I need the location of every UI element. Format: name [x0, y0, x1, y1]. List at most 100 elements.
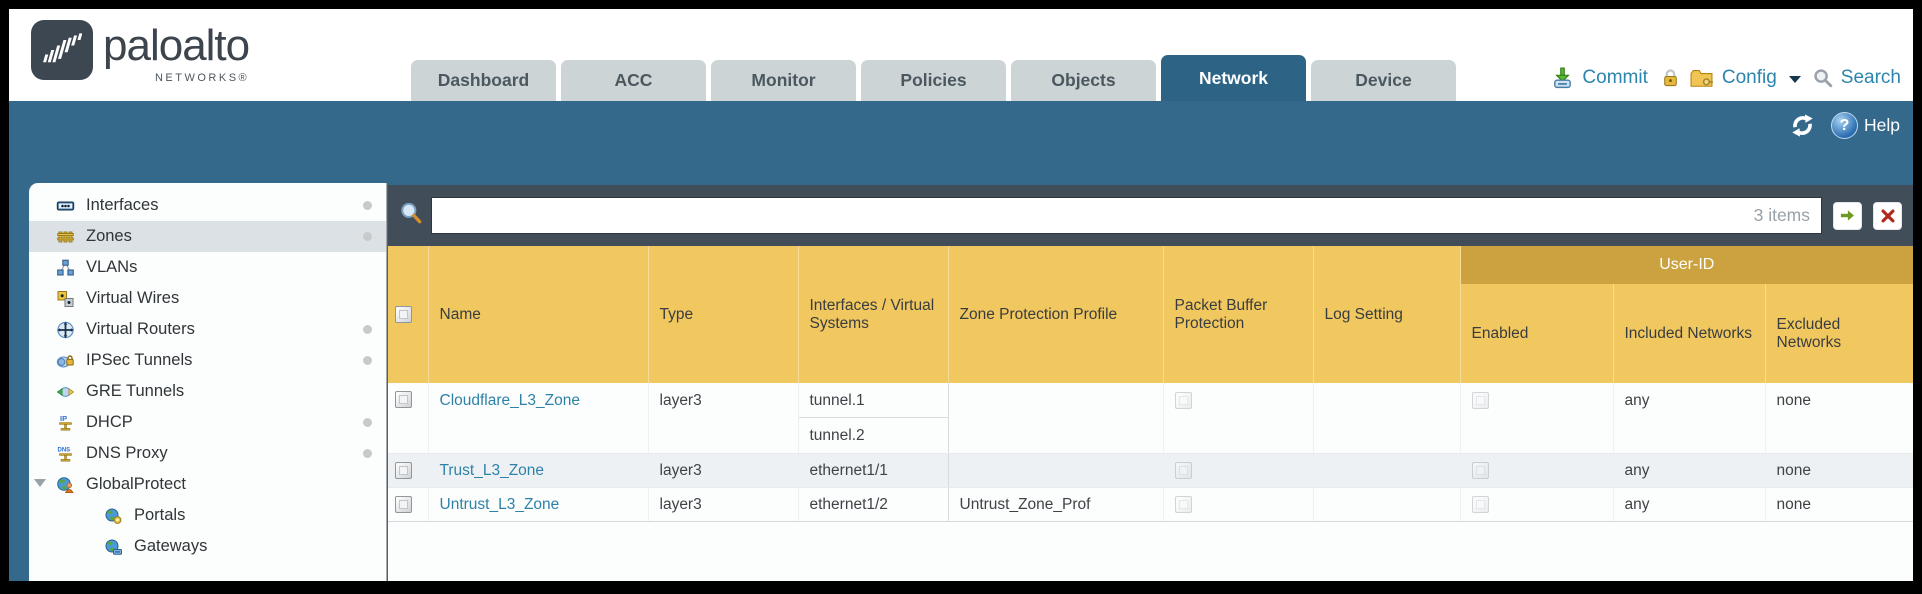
sidebar-item-label: Virtual Routers: [86, 320, 195, 338]
browser-viewport: paloalto NETWORKS® Dashboard ACC Monitor…: [9, 9, 1913, 581]
sidebar-item-label: Zones: [86, 227, 132, 245]
excluded-networks-cell: none: [1765, 383, 1913, 454]
column-header-log-setting[interactable]: Log Setting: [1313, 246, 1461, 383]
sidebar-item-zones[interactable]: Zones: [29, 221, 386, 252]
expander-triangle-icon[interactable]: [34, 479, 46, 487]
packet-buffer-cell: [1163, 383, 1314, 454]
sidebar-item-ipsec-tunnels[interactable]: IPSec Tunnels: [29, 345, 386, 376]
sidebar-item-portals[interactable]: Portals: [29, 500, 386, 531]
paloalto-logo: paloalto NETWORKS®: [31, 20, 250, 84]
zone-interfaces-cell: ethernet1/1: [798, 453, 949, 488]
column-header-type[interactable]: Type: [648, 246, 799, 383]
zone-name-link[interactable]: Trust_L3_Zone: [439, 461, 545, 479]
sidebar-item-dns-proxy[interactable]: DNS DNS Proxy: [29, 438, 386, 469]
sidebar-item-virtual-routers[interactable]: Virtual Routers: [29, 314, 386, 345]
sidebar-item-label: IPSec Tunnels: [86, 351, 193, 369]
column-header-zone-protection[interactable]: Zone Protection Profile: [948, 246, 1164, 383]
tab-monitor[interactable]: Monitor: [711, 60, 856, 101]
zone-name-link[interactable]: Untrust_L3_Zone: [439, 495, 560, 513]
zone-name-link[interactable]: Cloudflare_L3_Zone: [439, 392, 580, 409]
user-id-enabled-cell: [1460, 453, 1614, 488]
column-header-name[interactable]: Name: [428, 246, 649, 383]
log-setting-cell: [1313, 487, 1461, 522]
sidebar-item-label: VLANs: [86, 258, 138, 276]
zone-interfaces-cell: tunnel.1 tunnel.2: [798, 383, 949, 454]
filter-input[interactable]: [432, 198, 1821, 233]
included-networks-cell: any: [1613, 383, 1766, 454]
app-header: paloalto NETWORKS® Dashboard ACC Monitor…: [9, 9, 1913, 101]
zone-type-cell: layer3: [648, 453, 799, 488]
tab-dashboard[interactable]: Dashboard: [411, 60, 556, 101]
user-id-enabled-cell: [1460, 487, 1614, 522]
sidebar-item-label: DHCP: [86, 413, 133, 431]
config-button[interactable]: Config: [1721, 67, 1777, 88]
dhcp-icon: IP: [55, 413, 78, 433]
sidebar-item-label: Portals: [134, 506, 186, 524]
zone-name-cell: Untrust_L3_Zone: [428, 487, 649, 522]
logo-subtext: NETWORKS®: [154, 72, 250, 84]
status-dot: [363, 356, 372, 365]
select-all-checkbox[interactable]: [395, 305, 412, 323]
excluded-networks-cell: none: [1765, 487, 1913, 522]
zones-table: Name Type Interfaces / Virtual Systems Z…: [388, 246, 1913, 522]
sidebar-item-label: Virtual Wires: [86, 289, 180, 307]
network-sidebar: Interfaces Zones VLANs: [29, 183, 387, 581]
log-setting-cell: [1313, 383, 1461, 454]
interface-entry: tunnel.2: [809, 427, 865, 444]
sidebar-item-globalprotect[interactable]: GlobalProtect: [29, 469, 386, 500]
logo-word: paloalto: [103, 21, 250, 70]
zone-name-cell: Cloudflare_L3_Zone: [428, 383, 649, 454]
portals-icon: [103, 506, 126, 526]
sidebar-item-dhcp[interactable]: IP DHCP: [29, 407, 386, 438]
zone-type-cell: layer3: [648, 487, 799, 522]
sidebar-item-label: Interfaces: [86, 196, 159, 214]
apply-arrow-icon: [1840, 210, 1854, 221]
vlans-icon: [55, 258, 78, 278]
lock-icon[interactable]: [1660, 67, 1681, 89]
ipsec-tunnels-icon: [55, 351, 78, 371]
row-checkbox[interactable]: [395, 495, 412, 513]
sidebar-item-gre-tunnels[interactable]: GRE Tunnels: [29, 376, 386, 407]
row-checkbox[interactable]: [395, 461, 412, 479]
packet-buffer-cell: [1163, 487, 1314, 522]
refresh-icon[interactable]: [1789, 113, 1816, 138]
help-label: Help: [1864, 115, 1900, 135]
enabled-checkbox: [1471, 392, 1489, 410]
column-header-included-networks[interactable]: Included Networks: [1613, 284, 1766, 383]
filter-input-wrap: 3 items: [431, 197, 1822, 234]
tab-acc[interactable]: ACC: [561, 60, 706, 101]
commit-button[interactable]: Commit: [1582, 67, 1648, 88]
included-networks-cell: any: [1613, 453, 1766, 488]
row-checkbox[interactable]: [395, 391, 412, 409]
tab-objects[interactable]: Objects: [1011, 60, 1156, 101]
user-id-enabled-cell: [1460, 383, 1614, 454]
search-button[interactable]: Search: [1840, 67, 1901, 88]
band-actions: ? Help: [1789, 112, 1900, 139]
column-header-enabled[interactable]: Enabled: [1460, 284, 1614, 383]
apply-filter-button[interactable]: [1833, 201, 1862, 230]
column-header-interfaces[interactable]: Interfaces / Virtual Systems: [798, 246, 949, 383]
help-button[interactable]: ? Help: [1831, 112, 1900, 139]
log-setting-cell: [1313, 453, 1461, 488]
virtual-wires-icon: [55, 289, 78, 309]
sidebar-item-gateways[interactable]: Gateways: [29, 531, 386, 562]
status-dot: [363, 418, 372, 427]
logo-text: paloalto NETWORKS®: [103, 20, 250, 84]
chevron-down-icon[interactable]: [1788, 76, 1801, 83]
column-header-excluded-networks[interactable]: Excluded Networks: [1765, 284, 1913, 383]
sidebar-item-label: GRE Tunnels: [86, 382, 185, 400]
tab-network[interactable]: Network: [1161, 55, 1306, 101]
zones-icon: [55, 227, 78, 247]
packet-buffer-checkbox: [1174, 461, 1192, 479]
tab-policies[interactable]: Policies: [861, 60, 1006, 101]
gre-tunnels-icon: [55, 382, 78, 402]
interface-entry: tunnel.1: [798, 383, 948, 418]
zone-protection-cell: [948, 453, 1164, 488]
sidebar-item-virtual-wires[interactable]: Virtual Wires: [29, 283, 386, 314]
sidebar-item-interfaces[interactable]: Interfaces: [29, 190, 386, 221]
sidebar-item-vlans[interactable]: VLANs: [29, 252, 386, 283]
tab-device[interactable]: Device: [1311, 60, 1456, 101]
clear-filter-button[interactable]: [1873, 201, 1902, 230]
column-header-packet-buffer[interactable]: Packet Buffer Protection: [1163, 246, 1314, 383]
